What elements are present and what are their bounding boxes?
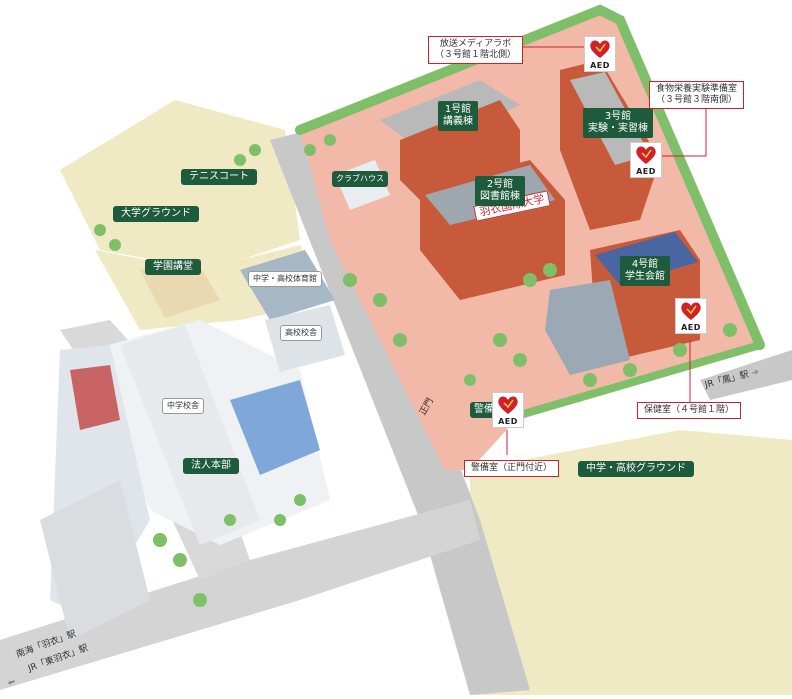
red-roof-building (70, 365, 120, 430)
aed-note-media-lab: 放送メディアラボ （３号館１階北側） (428, 36, 524, 64)
bottom-left-building (40, 480, 150, 640)
building-3-name: 実験・実習棟 (588, 123, 648, 134)
building-2-label: 2号館 図書館棟 (475, 176, 525, 206)
building-2-name: 図書館棟 (480, 191, 520, 202)
aed-note-food-lab-line2: （３号館３階南側） (656, 95, 738, 105)
aed-note-guard-room: 警備室（正門付近） (464, 460, 560, 477)
university-ground-area (60, 100, 300, 270)
aed-note-health-room: 保健室（４号館１階） (637, 402, 742, 419)
tree-cluster (94, 134, 737, 607)
right-road (700, 350, 792, 400)
building-4-number: 4号館 (631, 259, 659, 270)
heart-icon (681, 302, 701, 320)
aed-text: AED (636, 167, 656, 176)
aed-marker-health-room[interactable]: AED (675, 298, 707, 334)
lower-road (0, 500, 480, 690)
building-4-label: 4号館 学生会館 (620, 256, 670, 286)
aed-note-food-lab-line1: 食物栄養実験準備室 (656, 84, 738, 94)
gym-label: 中学・高校体育館 (248, 271, 322, 287)
building-3-label: 3号館 実験・実習棟 (583, 108, 653, 138)
jhs-building-shape (120, 325, 260, 545)
aed-marker-food-lab[interactable]: AED (630, 142, 662, 178)
aed-text: AED (681, 323, 701, 332)
pool-shape (230, 380, 320, 475)
aed-note-media-lab-line1: 放送メディアラボ (439, 39, 512, 49)
aed-marker-media-lab[interactable]: AED (584, 36, 616, 72)
school-ground-label: 中学・高校グラウンド (578, 461, 694, 477)
school-ground-area (470, 430, 792, 695)
building-1-number: 1号館 (444, 104, 472, 115)
building-3-number: 3号館 (604, 111, 632, 122)
university-ground-label: 大学グラウンド (113, 206, 199, 222)
auditorium-label: 学園講堂 (145, 259, 201, 275)
main-road (270, 125, 530, 695)
heart-icon (590, 40, 610, 58)
heart-icon (498, 396, 518, 414)
building-1-label: 1号館 講義棟 (438, 101, 478, 131)
aed-note-food-lab: 食物栄養実験準備室 （３号館３階南側） (649, 81, 745, 109)
head-office-label: 法人本部 (183, 458, 239, 474)
building-2-number: 2号館 (486, 179, 514, 190)
heart-icon (636, 146, 656, 164)
junior-high-building-label: 中学校舎 (162, 398, 204, 414)
building-4-name: 学生会館 (625, 271, 665, 282)
high-school-building-label: 高校校舎 (280, 325, 322, 341)
aed-note-media-lab-line2: （３号館１階北側） (435, 50, 517, 60)
aed-text: AED (590, 61, 610, 70)
callout-line-food (660, 103, 707, 157)
aed-text: AED (498, 417, 518, 426)
aed-marker-guard-room[interactable]: AED (492, 392, 524, 428)
tennis-court-label: テニスコート (181, 169, 257, 185)
club-house-label: クラブハウス (332, 171, 388, 187)
building-1-name: 講義棟 (443, 116, 473, 127)
